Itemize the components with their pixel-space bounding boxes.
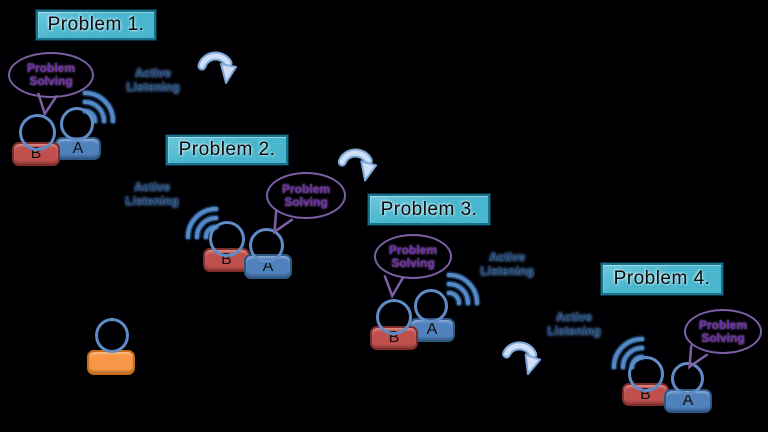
speech-bubble-1: Problem Solving	[8, 52, 94, 98]
active-listening-line2: Listening	[480, 264, 534, 278]
problem-2-box: Problem 2.	[166, 135, 288, 165]
active-listening-label-2: Active Listening	[118, 180, 186, 208]
active-listening-label-1: Active Listening	[119, 66, 187, 94]
sound-waves-icon	[445, 271, 481, 307]
bubble-line1: Problem	[388, 242, 437, 257]
active-listening-label-4: Active Listening	[540, 310, 608, 338]
sound-waves-icon	[81, 89, 117, 125]
active-listening-line2: Listening	[125, 194, 179, 208]
problem-4-box: Problem 4.	[601, 263, 723, 295]
person-a-label: A	[262, 257, 274, 275]
person-b-label: B	[30, 145, 42, 162]
curved-arrow-icon-2	[337, 148, 378, 182]
solo-person-body	[87, 350, 135, 375]
speech-bubble-tail-icon	[37, 92, 58, 117]
active-listening-label-3: Active Listening	[473, 250, 541, 278]
bubble-line2: Solving	[701, 330, 745, 345]
person-b-label: B	[640, 385, 651, 403]
person-a-head	[60, 107, 94, 141]
speech-bubble-3: Problem Solving	[374, 234, 452, 279]
person-b-head	[209, 221, 245, 257]
speech-bubble-4: Problem Solving	[684, 309, 762, 354]
person-b-head	[376, 299, 412, 335]
person-a-label: A	[682, 392, 694, 409]
person-a-head	[671, 362, 704, 395]
bubble-line1: Problem	[698, 317, 747, 332]
person-a-label: A	[72, 139, 84, 157]
person-b-label: B	[221, 251, 232, 268]
problem-3-box: Problem 3.	[368, 194, 490, 225]
curved-arrow-icon-1	[197, 51, 237, 84]
bubble-line1: Problem	[26, 61, 75, 75]
person-b-head	[628, 356, 664, 392]
speech-bubble-2: Problem Solving	[266, 172, 346, 219]
active-listening-line1: Active	[133, 180, 171, 194]
speech-bubble-tail-icon	[273, 209, 294, 235]
active-listening-line2: Listening	[547, 324, 601, 338]
active-listening-line1: Active	[488, 250, 526, 264]
person-b-label: B	[388, 329, 400, 346]
person-a-label: A	[426, 321, 438, 338]
active-listening-line2: Listening	[126, 80, 180, 94]
curved-arrow-icon-3	[502, 341, 542, 376]
bubble-line2: Solving	[391, 255, 435, 270]
person-b-head	[19, 114, 56, 151]
active-listening-line1: Active	[555, 310, 593, 324]
person-a-head	[414, 289, 448, 323]
speech-bubble-tail-icon	[383, 275, 405, 299]
person-a-head	[249, 228, 284, 263]
active-listening-line1: Active	[134, 66, 172, 80]
problem-1-box: Problem 1.	[36, 10, 156, 40]
speech-bubble-tail-icon	[688, 344, 709, 370]
solo-person-head	[95, 318, 129, 353]
bubble-line2: Solving	[284, 194, 328, 209]
bubble-line2: Solving	[29, 74, 73, 88]
bubble-line1: Problem	[281, 181, 330, 196]
